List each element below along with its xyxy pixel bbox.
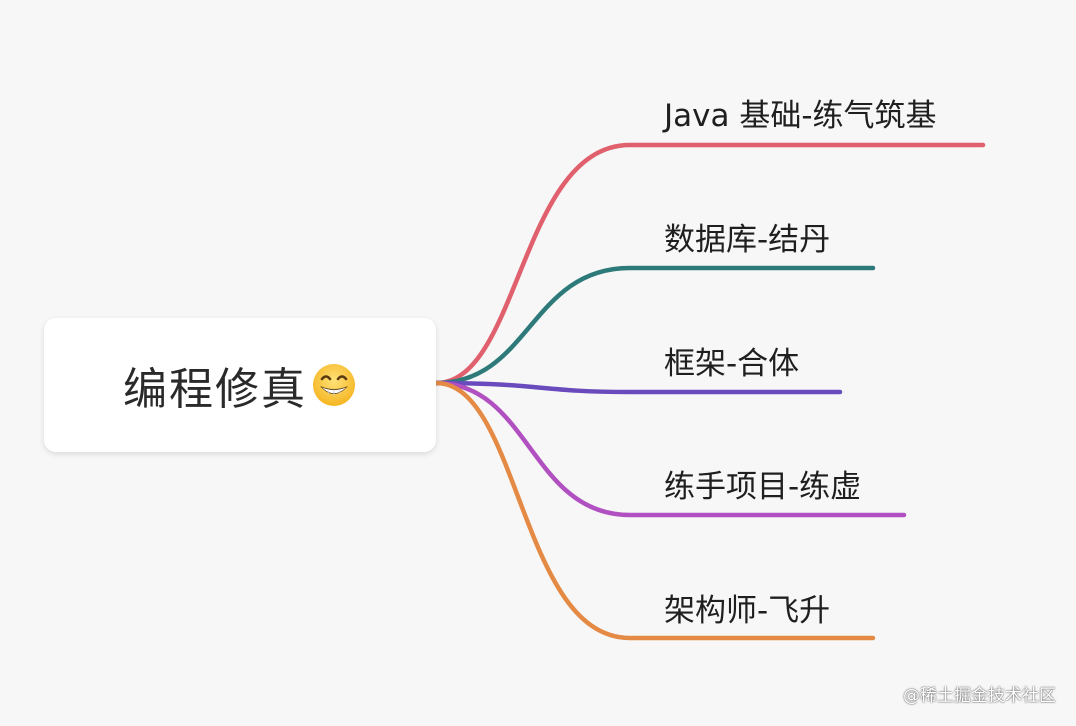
branch-label-database[interactable]: 数据库-结丹 (664, 222, 831, 258)
branch-connector-framework (433, 380, 843, 395)
branch-connector-architect (433, 380, 876, 641)
root-title: 编程修真 (123, 364, 307, 415)
branch-label-projects[interactable]: 练手项目-练虚 (664, 469, 862, 505)
branch-connector-database (433, 265, 876, 386)
branch-connector-java (433, 142, 986, 386)
root-node[interactable]: 编程修真 (44, 318, 436, 452)
branch-label-architect[interactable]: 架构师-飞升 (664, 593, 831, 629)
root-title-row: 编程修真 (123, 353, 357, 417)
grinning-face-with-smiling-eyes-icon (313, 364, 355, 406)
branch-label-java[interactable]: Java 基础-练气筑基 (664, 98, 937, 134)
watermark: @稀土掘金技术社区 (903, 686, 1056, 706)
branch-connector-projects (433, 380, 907, 518)
branch-label-framework[interactable]: 框架-合体 (664, 346, 800, 382)
